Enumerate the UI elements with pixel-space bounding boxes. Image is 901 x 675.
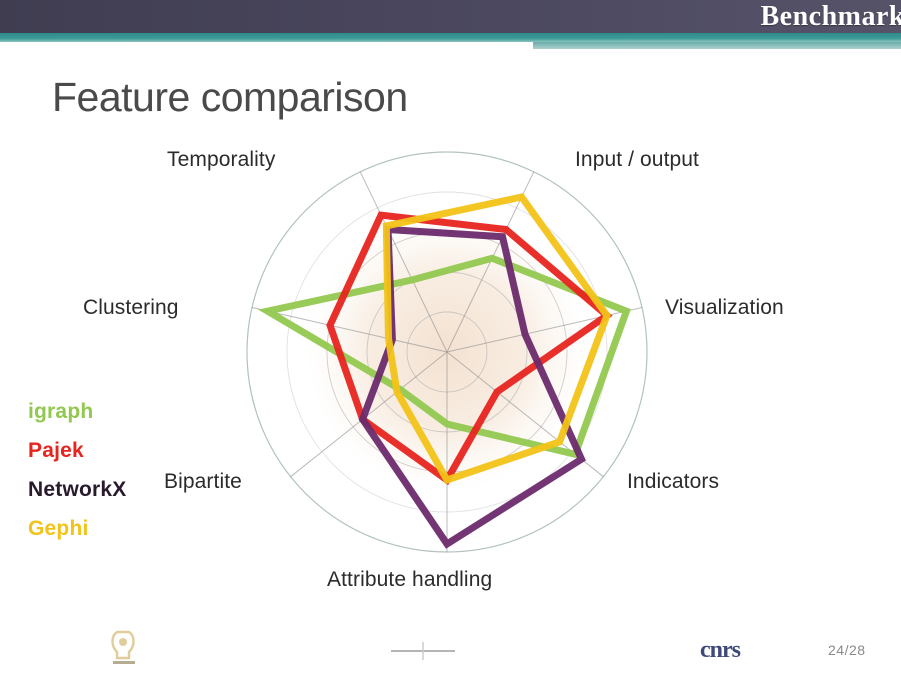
legend-item-igraph: igraph bbox=[28, 392, 208, 431]
axis-label-visualization: Visualization bbox=[665, 296, 784, 319]
radar-chart bbox=[195, 128, 705, 598]
chart-legend: igraph Pajek NetworkX Gephi bbox=[28, 392, 208, 548]
header-accent-step bbox=[533, 42, 901, 49]
axis-label-attribute-handling: Attribute handling bbox=[327, 568, 493, 591]
footer-divider-mark bbox=[391, 642, 455, 660]
radar-series-gephi bbox=[382, 193, 611, 485]
header-band-gradient bbox=[0, 0, 901, 33]
radar-chart-svg bbox=[246, 151, 648, 553]
radar-series-group bbox=[258, 193, 631, 549]
axis-label-indicators: Indicators bbox=[627, 470, 720, 493]
legend-label: igraph bbox=[28, 400, 94, 423]
header-title: Benchmark bbox=[760, 1, 901, 32]
page-number: 24/28 bbox=[828, 642, 866, 658]
axis-label-temporality: Temporality bbox=[167, 148, 276, 171]
axis-label-clustering: Clustering bbox=[83, 296, 179, 319]
footer-logo-label: cnrs bbox=[700, 637, 741, 663]
legend-item-gephi: Gephi bbox=[28, 509, 208, 548]
axis-label-bipartite: Bipartite bbox=[164, 470, 242, 493]
axis-label-input-output: Input / output bbox=[575, 148, 699, 171]
legend-label: NetworkX bbox=[28, 478, 127, 501]
institution-logo-icon bbox=[111, 630, 135, 664]
legend-item-pajek: Pajek bbox=[28, 431, 208, 470]
legend-label: Pajek bbox=[28, 439, 84, 462]
header-accent-rule bbox=[0, 33, 901, 42]
legend-label: Gephi bbox=[28, 517, 89, 540]
radar-series-pajek bbox=[326, 211, 613, 486]
header-band: Benchmark bbox=[0, 0, 901, 33]
legend-item-networkx: NetworkX bbox=[28, 470, 208, 509]
radar-axis-spokes bbox=[251, 171, 643, 552]
page-title: Feature comparison bbox=[52, 74, 408, 120]
